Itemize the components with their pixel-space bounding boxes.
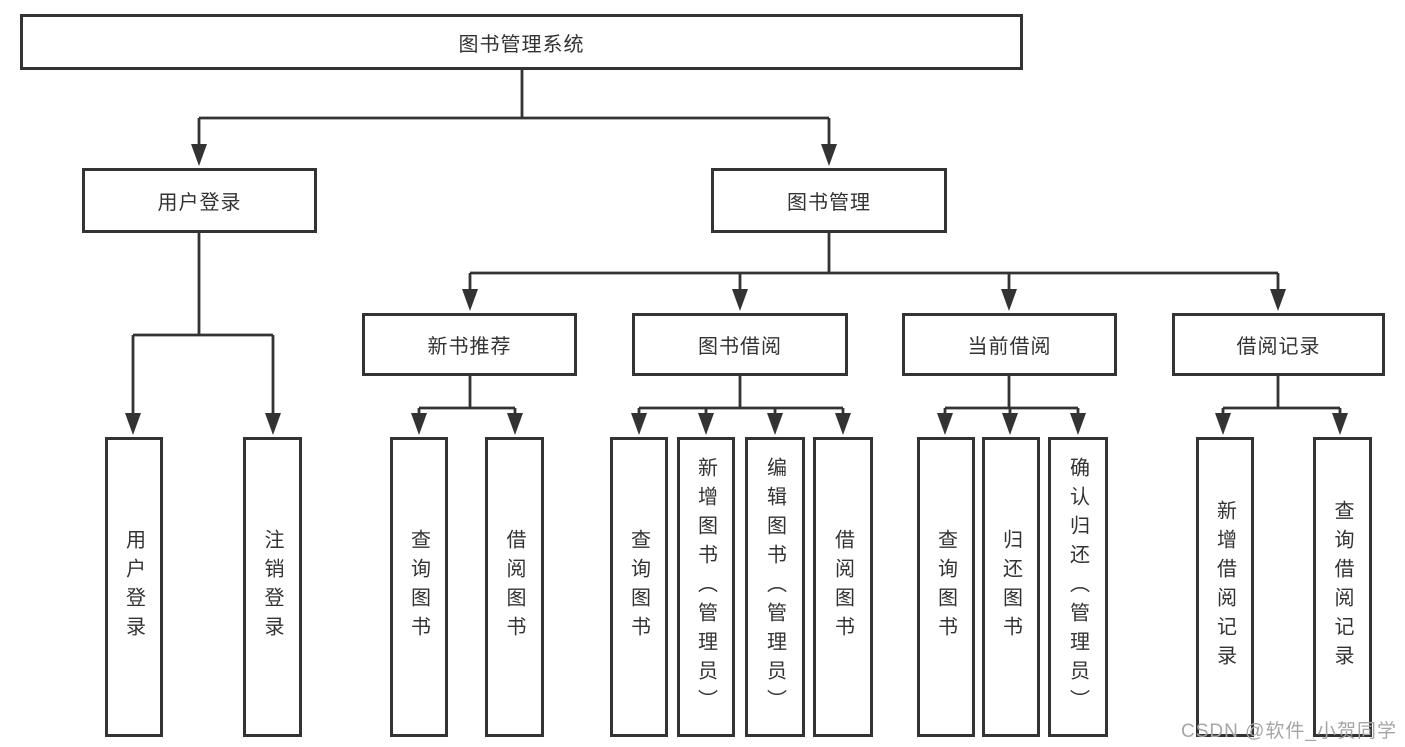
- leaf-recommend-borrow-books: 借阅图书: [485, 437, 544, 737]
- watermark: CSDN @软件_小贺同学: [1181, 721, 1397, 742]
- leaf-borrow-books-label: 借阅图书: [831, 529, 854, 645]
- leaf-add-books-admin-label: 新增图书（管理员）: [694, 456, 717, 718]
- node-user-login-label: 用户登录: [157, 192, 242, 214]
- leaf-recommend-query-books: 查询图书: [390, 437, 448, 737]
- leaf-confirm-return-admin-label: 确认归还（管理员）: [1066, 456, 1089, 718]
- leaf-user-login-label: 用户登录: [122, 529, 145, 645]
- node-current-borrow: 当前借阅: [902, 313, 1117, 376]
- leaf-add-borrow-record-label: 新增借阅记录: [1213, 500, 1236, 674]
- node-borrow-records-label: 借阅记录: [1236, 336, 1321, 358]
- leaf-borrow-query-books-label: 查询图书: [627, 529, 650, 645]
- leaf-query-borrow-record-label: 查询借阅记录: [1331, 500, 1353, 674]
- node-current-borrow-label: 当前借阅: [967, 336, 1052, 358]
- leaf-recommend-borrow-books-label: 借阅图书: [503, 529, 525, 645]
- leaf-confirm-return-admin: 确认归还（管理员）: [1048, 437, 1108, 737]
- leaf-logout: 注销登录: [243, 437, 302, 737]
- leaf-recommend-query-books-label: 查询图书: [407, 529, 430, 645]
- node-library-system: 图书管理系统: [20, 14, 1023, 70]
- node-new-book-recommend-label: 新书推荐: [427, 336, 512, 358]
- leaf-add-borrow-record: 新增借阅记录: [1196, 437, 1254, 737]
- leaf-return-books: 归还图书: [982, 437, 1040, 737]
- node-book-management-label: 图书管理: [787, 192, 871, 214]
- node-book-borrow-label: 图书借阅: [698, 336, 782, 358]
- leaf-add-books-admin: 新增图书（管理员）: [677, 437, 735, 737]
- node-new-book-recommend: 新书推荐: [362, 313, 577, 376]
- leaf-user-login: 用户登录: [105, 437, 163, 737]
- leaf-edit-books-admin: 编辑图书（管理员）: [745, 437, 805, 737]
- node-borrow-records: 借阅记录: [1172, 313, 1385, 376]
- leaf-current-query-books: 查询图书: [917, 437, 975, 737]
- leaf-borrow-books: 借阅图书: [813, 437, 873, 737]
- node-user-login: 用户登录: [82, 168, 317, 233]
- node-book-management: 图书管理: [711, 168, 947, 233]
- leaf-logout-label: 注销登录: [261, 529, 283, 645]
- leaf-borrow-query-books: 查询图书: [610, 437, 668, 737]
- leaf-query-borrow-record: 查询借阅记录: [1313, 437, 1372, 737]
- leaf-return-books-label: 归还图书: [999, 529, 1022, 645]
- node-library-system-label: 图书管理系统: [458, 33, 585, 56]
- leaf-edit-books-admin-label: 编辑图书（管理员）: [763, 456, 786, 718]
- leaf-current-query-books-label: 查询图书: [934, 529, 957, 645]
- node-book-borrow: 图书借阅: [632, 313, 848, 376]
